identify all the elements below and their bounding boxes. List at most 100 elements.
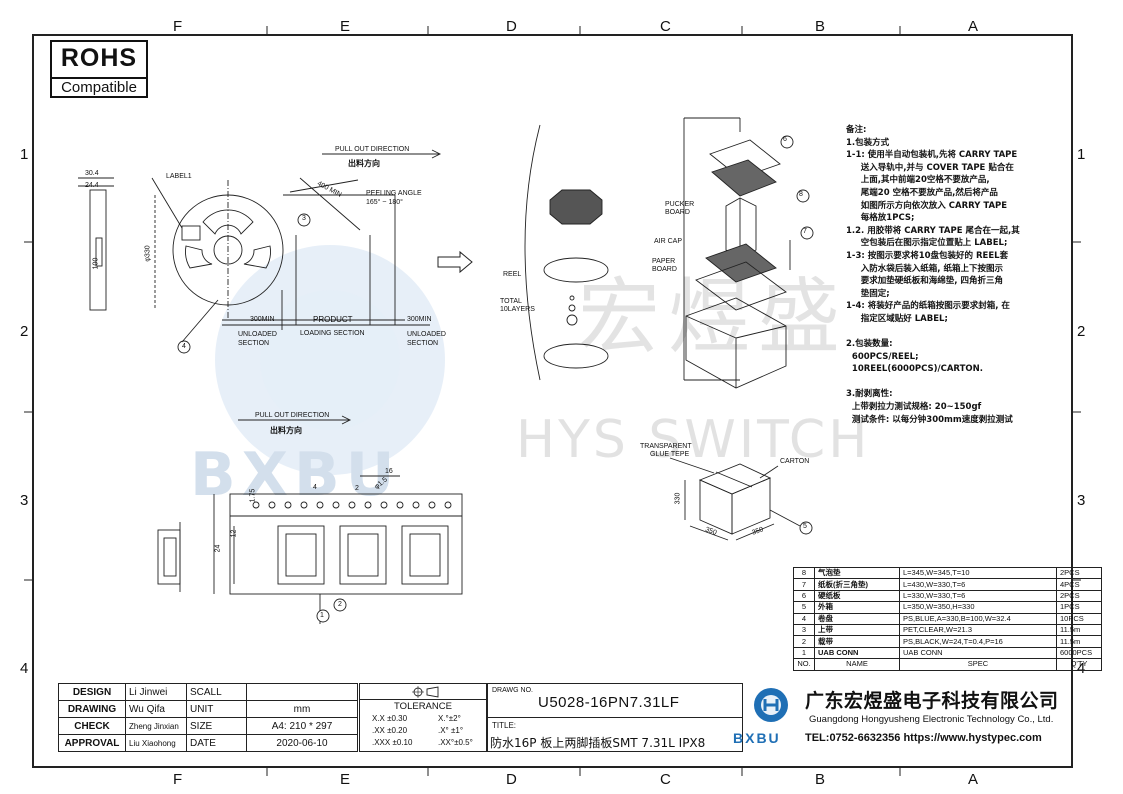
callout: 6 — [783, 136, 787, 143]
zone-col: C — [660, 771, 671, 788]
dim-label: 100 — [92, 257, 100, 270]
bom-cell-qty: 4PCS — [1056, 578, 1102, 591]
bom-cell-qty: 11.5m — [1056, 623, 1102, 637]
zone-col: A — [968, 18, 979, 35]
zone-col: C — [660, 18, 671, 35]
dim-label: 4 — [313, 484, 317, 491]
bom-cell-qty: 6000PCS — [1056, 646, 1102, 660]
bom-cell-spec: PET,CLEAR,W=21.3 — [899, 623, 1057, 637]
peeling-range: 165° ~ 180° — [366, 199, 403, 206]
bom-cell-name: 上带 — [814, 623, 900, 637]
segment-length: PRODUCT — [313, 315, 353, 324]
carton-drawing — [669, 457, 813, 541]
check-label: CHECK — [58, 717, 126, 735]
drawing-number-block: DRAWG NO. U5028-16PN7.31LF TITLE: 防水16P … — [487, 683, 743, 752]
zone-col: D — [506, 771, 517, 788]
rohs-title: ROHS — [60, 44, 138, 72]
size-label: SIZE — [186, 717, 247, 735]
drawing-name: Wu Qifa — [125, 700, 187, 718]
zone-col: F — [173, 771, 183, 788]
approval-label: APPROVAL — [58, 734, 126, 752]
glue-label-2: GLUE TEPE — [650, 451, 690, 458]
bom-cell-spec: L=345,W=345,T=10 — [899, 566, 1057, 580]
packaging-notes: 备注: 1.包装方式 1-1: 使用半自动包装机,先将 CARRY TAPE 送… — [846, 125, 1020, 425]
bom-cell-name: 气泡垫 — [814, 566, 900, 580]
date-label: DATE — [186, 734, 247, 752]
bom-cell-name: 载带 — [814, 635, 900, 648]
dim-label: 24 — [214, 544, 222, 553]
zone-row: 3 — [20, 492, 29, 509]
watermark-brand-en: HYS SWITCH — [516, 410, 871, 470]
zone-col: E — [340, 771, 351, 788]
zone-col: F — [173, 18, 183, 35]
date-value: 2020-06-10 — [246, 734, 358, 752]
callout: 5 — [803, 523, 807, 530]
segment-name: UNLOADED SECTION — [407, 331, 446, 347]
bom-cell-qty: 10PCS — [1056, 612, 1102, 625]
paper-board-label: BOARD — [652, 266, 677, 273]
paper-label: PAPER — [652, 258, 676, 265]
bom-cell-name: 卷盘 — [814, 612, 900, 625]
company-logo-text: BXBU — [733, 730, 781, 746]
bom-cell-spec: UAB CONN — [899, 646, 1057, 660]
tol-row: .XX°±0.5° — [438, 738, 473, 747]
company-logo-icon — [754, 688, 788, 722]
bom-cell-no: 5 — [793, 601, 815, 614]
bom-cell-no: 6 — [793, 589, 815, 603]
dim-label: 24.4 — [85, 182, 99, 189]
total-label: TOTAL — [500, 298, 522, 305]
title-label: TITLE: — [492, 721, 517, 730]
pucker-label: PUCKER — [665, 201, 695, 208]
zone-row: 1 — [20, 146, 29, 163]
label-callout: LABEL1 — [166, 173, 192, 180]
bom-cell-spec: L=350,W=350,H=330 — [899, 601, 1057, 614]
tape-drawing — [157, 415, 463, 624]
bom-cell-name: 外箱 — [814, 601, 900, 614]
tol-row: X.X ±0.30 — [372, 714, 408, 723]
segment-name: UNLOADED SECTION — [238, 331, 277, 347]
bom-cell-no: 4 — [793, 612, 815, 625]
watermark-logo-text: BXBU — [190, 440, 401, 510]
design-label: DESIGN — [58, 683, 126, 701]
rohs-subtitle: Compatible — [52, 77, 146, 99]
company-contact: TEL:0752-6632356 https://www.hystypec.co… — [805, 732, 1042, 744]
callout: 7 — [803, 228, 807, 235]
bom-cell-qty: 11.5m — [1056, 635, 1102, 648]
dim-label: 16 — [385, 468, 393, 475]
drawing-border — [32, 34, 1073, 768]
arrow-right-icon — [437, 250, 473, 274]
company-name-en: Guangdong Hongyusheng Electronic Technol… — [809, 714, 1054, 725]
scall-label: SCALL — [186, 683, 247, 701]
zone-row: 2 — [1077, 323, 1086, 340]
company-name-cn: 广东宏煜盛电子科技有限公司 — [805, 690, 1059, 712]
bom-cell-qty: 1PCS — [1056, 601, 1102, 614]
tol-row: .XXX ±0.10 — [372, 738, 413, 747]
unit-label: UNIT — [186, 700, 247, 718]
tolerance-title: TOLERANCE — [360, 699, 486, 712]
bom-cell-name: 纸板(折三角垫) — [814, 578, 900, 591]
zone-col: B — [815, 771, 826, 788]
zone-row: 1 — [1077, 146, 1086, 163]
zone-col: E — [340, 18, 351, 35]
bom-cell-spec: PS,BLACK,W=24,T=0.4,P=16 — [899, 635, 1057, 648]
rohs-badge: ROHS Compatible — [50, 40, 148, 98]
bom-cell-no: 1 — [793, 646, 815, 660]
projection-symbol-icon — [412, 686, 439, 698]
bom-cell-no: 8 — [793, 566, 815, 580]
pull-out-label-cn: 出料方向 — [348, 159, 380, 168]
zone-row: 2 — [20, 323, 29, 340]
bom-cell-spec: L=330,W=330,T=6 — [899, 589, 1057, 603]
glue-label: TRANSPARENT — [640, 443, 692, 450]
bom-cell-no: 7 — [793, 578, 815, 591]
watermark-brand-cn: 宏煜盛 — [578, 270, 849, 365]
stack-drawing — [524, 117, 814, 389]
bom-cell-spec: L=430,W=330,T=6 — [899, 578, 1057, 591]
